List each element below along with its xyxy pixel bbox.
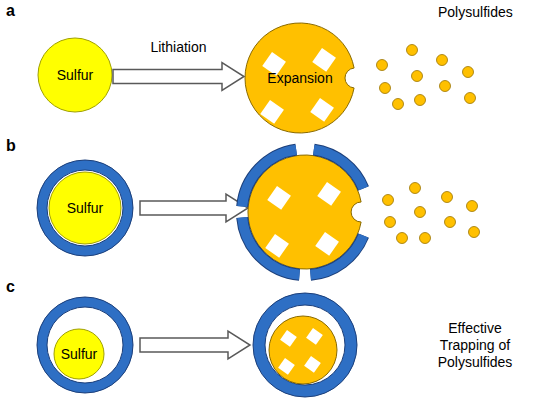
polysulfide-dot bbox=[415, 95, 426, 106]
void-mark bbox=[265, 234, 289, 258]
particle-outline bbox=[38, 38, 112, 112]
polysulfide-dot bbox=[412, 71, 423, 82]
particle-label: Sulfur bbox=[67, 200, 104, 217]
void-mark bbox=[315, 232, 339, 256]
broken-shell-outline bbox=[314, 150, 364, 189]
void-mark bbox=[310, 98, 334, 122]
annotation: Effective Trapping of Polysulfides bbox=[425, 320, 525, 371]
shell-outline bbox=[253, 293, 357, 397]
panel-letter: a bbox=[6, 2, 15, 19]
polysulfide-dot bbox=[410, 183, 421, 194]
polysulfide-dot bbox=[385, 217, 396, 228]
void-mark bbox=[260, 100, 284, 124]
block-arrow bbox=[113, 63, 244, 91]
void-mark bbox=[312, 48, 336, 72]
particle-label: Sulfur bbox=[57, 67, 94, 84]
broken-shell bbox=[242, 150, 296, 207]
annotation: Polysulfides bbox=[438, 4, 513, 21]
polysulfide-dot bbox=[465, 93, 476, 104]
coating-shell bbox=[42, 165, 128, 251]
arrow-label: Lithiation bbox=[150, 39, 206, 56]
broken-shell-outline bbox=[242, 218, 299, 275]
polysulfide-dot bbox=[397, 233, 408, 244]
particle-outline bbox=[245, 23, 354, 133]
particle-label: Sulfur bbox=[61, 346, 98, 363]
void-mark bbox=[317, 182, 341, 206]
polysulfide-dot bbox=[383, 195, 394, 206]
void-mark bbox=[304, 356, 321, 373]
particle-label: Expansion bbox=[267, 70, 332, 87]
void-mark bbox=[278, 358, 295, 375]
broken-shell bbox=[311, 236, 364, 275]
hollow-shell bbox=[42, 302, 128, 388]
hollow-shell bbox=[259, 299, 351, 391]
broken-shell bbox=[314, 150, 364, 189]
polysulfide-dot bbox=[463, 67, 474, 78]
shell-outline bbox=[37, 160, 133, 256]
particle-outline bbox=[54, 329, 104, 379]
polysulfide-dot bbox=[415, 207, 426, 218]
polysulfide-dot bbox=[469, 227, 480, 238]
panel-letter: c bbox=[6, 278, 15, 295]
expanded-particle: Expansion bbox=[244, 22, 356, 134]
broken-shell-outline bbox=[311, 236, 364, 275]
shell-outline bbox=[37, 297, 133, 393]
polysulfide-dot bbox=[393, 99, 404, 110]
block-arrow bbox=[140, 194, 248, 222]
broken-shell bbox=[242, 218, 299, 275]
broken-shell-outline bbox=[242, 150, 296, 207]
particle-outline bbox=[49, 172, 121, 244]
polysulfide-dot bbox=[440, 81, 451, 92]
shell-outline bbox=[265, 305, 345, 385]
polysulfide-dot bbox=[442, 192, 453, 203]
trapped-particle bbox=[269, 316, 337, 384]
polysulfide-dot bbox=[445, 217, 456, 228]
polysulfide-dot bbox=[437, 55, 448, 66]
block-arrow bbox=[140, 331, 250, 359]
shell-outline bbox=[47, 307, 123, 383]
sulfur-particle: Sulfur bbox=[48, 171, 122, 245]
panel-letter: b bbox=[6, 137, 16, 154]
polysulfide-dot bbox=[377, 60, 388, 71]
sulfur-particle: Sulfur bbox=[37, 37, 113, 113]
polysulfide-dot bbox=[467, 201, 478, 212]
sulfur-particle: Sulfur bbox=[53, 328, 105, 380]
void-mark bbox=[280, 330, 297, 347]
expanded-particle bbox=[248, 155, 361, 269]
void-mark bbox=[306, 328, 323, 345]
void-mark bbox=[267, 186, 291, 210]
polysulfide-dot bbox=[407, 45, 418, 56]
polysulfide-dot bbox=[380, 83, 391, 94]
polysulfide-dot bbox=[420, 233, 431, 244]
shell-outline bbox=[47, 170, 123, 246]
